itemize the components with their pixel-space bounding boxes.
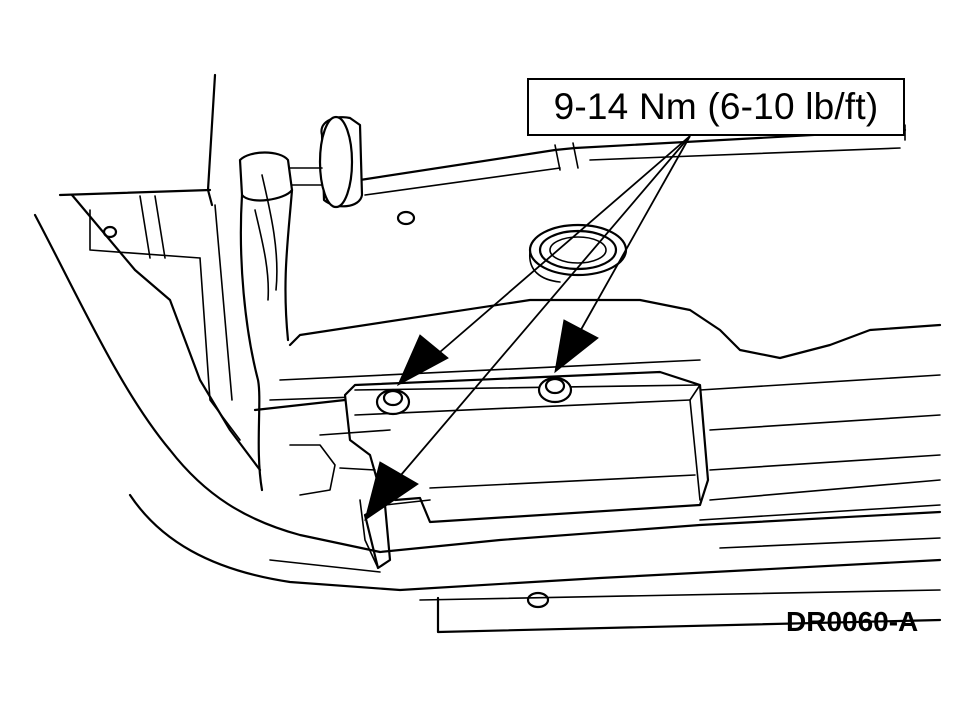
left-bracket xyxy=(70,193,262,472)
wire-harness xyxy=(238,151,294,492)
door-sill-curve xyxy=(33,213,942,634)
latch-knob xyxy=(289,115,364,209)
fastener-bolts xyxy=(375,376,573,416)
lower-panel xyxy=(253,298,942,521)
torque-arrowheads xyxy=(364,319,599,522)
arrowhead-tab-bolt xyxy=(364,461,419,522)
inner-panel xyxy=(58,73,907,207)
torque-callout-box: 9-14 Nm (6-10 lb/ft) xyxy=(527,78,905,136)
grommet xyxy=(528,223,628,283)
callout-leaders xyxy=(394,135,691,483)
module-housing xyxy=(343,370,710,524)
arrowhead-left-bolt xyxy=(396,334,449,387)
arrowhead-right-bolt xyxy=(554,319,599,374)
torque-spec-label: 9-14 Nm (6-10 lb/ft) xyxy=(553,86,879,127)
figure-reference-code: DR0060-A xyxy=(786,606,919,637)
